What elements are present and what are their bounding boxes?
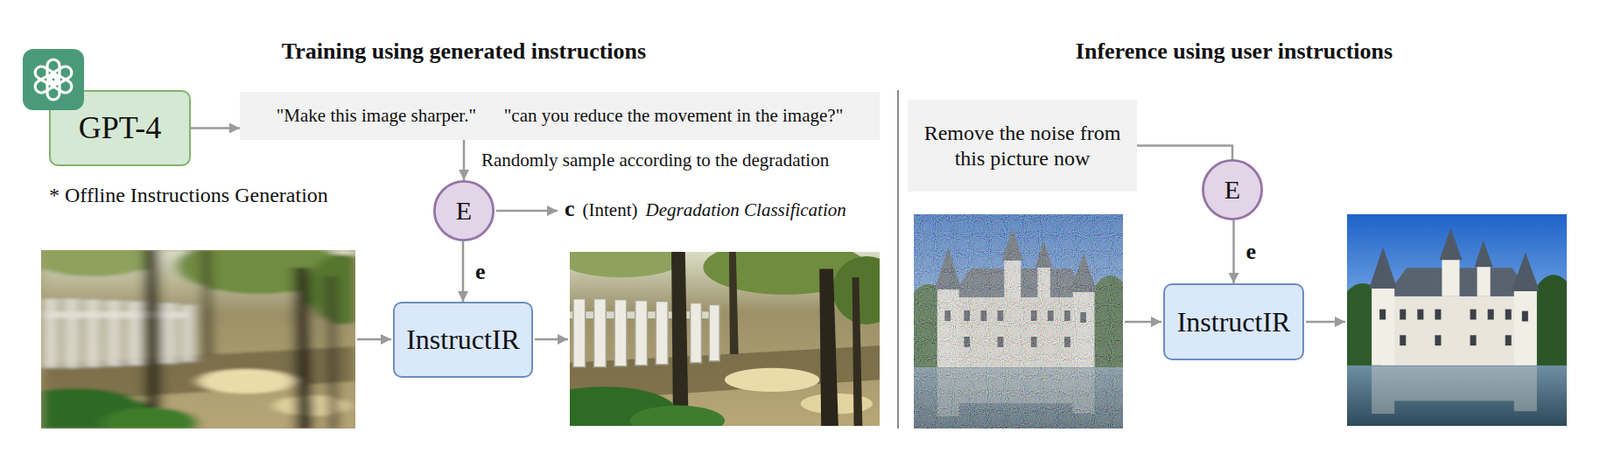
input-arrow bbox=[1124, 321, 1162, 324]
model-box: InstructIR bbox=[1163, 283, 1305, 361]
node-text: Remove the noise from this picture now bbox=[916, 120, 1129, 172]
input-arrow bbox=[357, 338, 392, 342]
node-text: InstructIR bbox=[406, 322, 520, 357]
symbol-label: c bbox=[564, 196, 576, 223]
logo-tile bbox=[22, 49, 85, 111]
blurry-photo bbox=[1, 238, 378, 442]
instruction-box: Remove the noise from this picture now bbox=[907, 99, 1137, 192]
node-text: "can you reduce the movement in the imag… bbox=[504, 105, 843, 127]
output-arrow bbox=[534, 338, 569, 342]
node-text: E bbox=[1224, 174, 1241, 206]
edge-label: Randomly sample according to the degrada… bbox=[479, 149, 831, 172]
section-heading: Inference using user instructions bbox=[1075, 38, 1393, 65]
node-text: E bbox=[456, 195, 472, 227]
park-scene bbox=[1, 238, 378, 442]
connector bbox=[462, 241, 465, 302]
intent-output: c (Intent) Degradation Classification bbox=[564, 196, 847, 223]
circle-shape bbox=[1202, 160, 1262, 219]
section-heading: Training using generated instructions bbox=[281, 38, 646, 65]
divider-line bbox=[897, 90, 899, 429]
vector-label: e bbox=[1244, 238, 1259, 266]
logo-knot bbox=[33, 59, 75, 100]
model-box: InstructIR bbox=[392, 301, 534, 379]
noise-overlay bbox=[913, 214, 1123, 429]
node-text: InstructIR bbox=[1177, 305, 1292, 339]
vector-label: e bbox=[473, 259, 488, 286]
intent-label: (Intent) bbox=[582, 199, 639, 222]
circle-shape bbox=[434, 181, 493, 240]
task-label: Degradation Classification bbox=[645, 199, 847, 222]
connector bbox=[463, 140, 466, 181]
encoder-circle: E bbox=[1201, 159, 1264, 221]
openai-logo bbox=[22, 49, 85, 111]
note: * Offline Instructions Generation bbox=[49, 183, 329, 208]
encoder-circle: E bbox=[433, 180, 495, 242]
node-text: "Make this image sharper." bbox=[276, 105, 477, 127]
connector bbox=[1136, 146, 1233, 161]
intent-arrow bbox=[496, 210, 558, 213]
blurred-scene bbox=[1, 238, 378, 442]
castle-scene bbox=[902, 214, 1137, 429]
output-arrow bbox=[1305, 321, 1346, 324]
clean-image bbox=[1334, 214, 1580, 427]
noisy-image bbox=[902, 214, 1137, 429]
svg-part bbox=[33, 63, 60, 86]
connector bbox=[190, 126, 240, 130]
connector bbox=[1232, 220, 1236, 284]
instruction-box: "Make this image sharper." "can you reduc… bbox=[239, 91, 880, 141]
sharp-image bbox=[531, 239, 902, 438]
node-text: GPT-4 bbox=[78, 109, 162, 148]
blurry-image bbox=[1, 238, 378, 442]
